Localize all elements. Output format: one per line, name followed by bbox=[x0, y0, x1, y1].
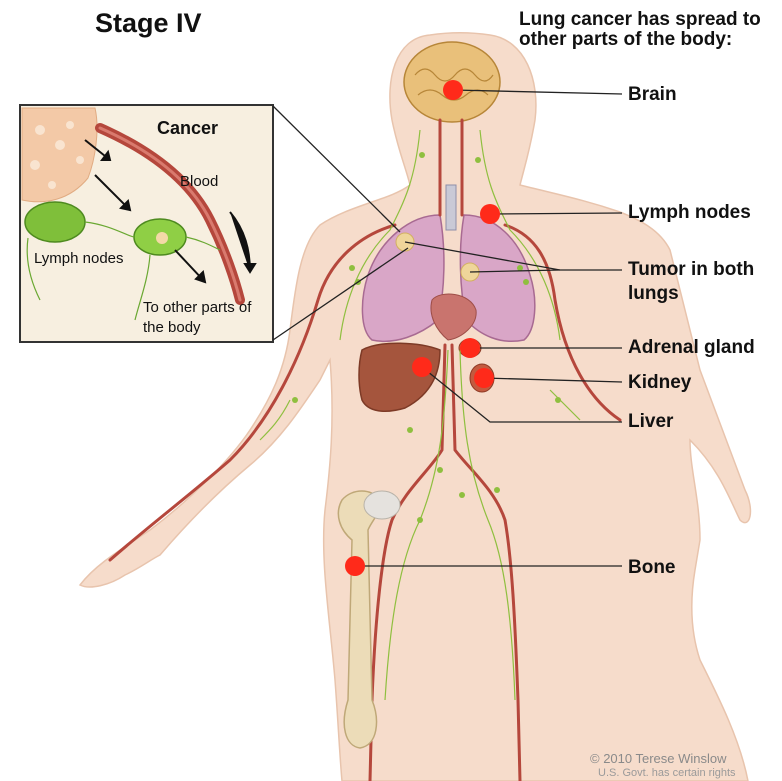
inset-lymph-node-1 bbox=[25, 202, 85, 242]
label-lymph-nodes: Lymph nodes bbox=[628, 202, 751, 224]
marker-lymph-nodes bbox=[480, 204, 500, 224]
marker-kidney bbox=[474, 368, 494, 388]
inset-label-cancer: Cancer bbox=[157, 118, 218, 139]
label-brain: Brain bbox=[628, 84, 677, 106]
inset-label-lymph-nodes: Lymph nodes bbox=[34, 250, 124, 267]
inset-label-to-other-parts: To other parts of the body bbox=[143, 298, 273, 338]
diagram-heading: Lung cancer has spread to other parts of… bbox=[519, 10, 774, 50]
label-adrenal-gland: Adrenal gland bbox=[628, 337, 755, 359]
marker-liver bbox=[412, 357, 432, 377]
diagram-title: Stage IV bbox=[95, 8, 202, 39]
label-tumor-both-lungs: Tumor in both lungs bbox=[628, 258, 778, 306]
trachea bbox=[446, 185, 456, 230]
marker-brain bbox=[443, 80, 463, 100]
inset-connector-top bbox=[273, 106, 400, 232]
marker-bone bbox=[345, 556, 365, 576]
label-kidney: Kidney bbox=[628, 372, 691, 394]
marker-adrenal bbox=[460, 338, 480, 358]
label-liver: Liver bbox=[628, 411, 673, 433]
label-bone: Bone bbox=[628, 557, 676, 579]
pelvis-shape bbox=[364, 491, 400, 519]
inset-label-blood: Blood bbox=[180, 173, 218, 190]
copyright-rights: U.S. Govt. has certain rights bbox=[598, 767, 736, 779]
copyright-credit: © 2010 Terese Winslow bbox=[590, 752, 727, 766]
